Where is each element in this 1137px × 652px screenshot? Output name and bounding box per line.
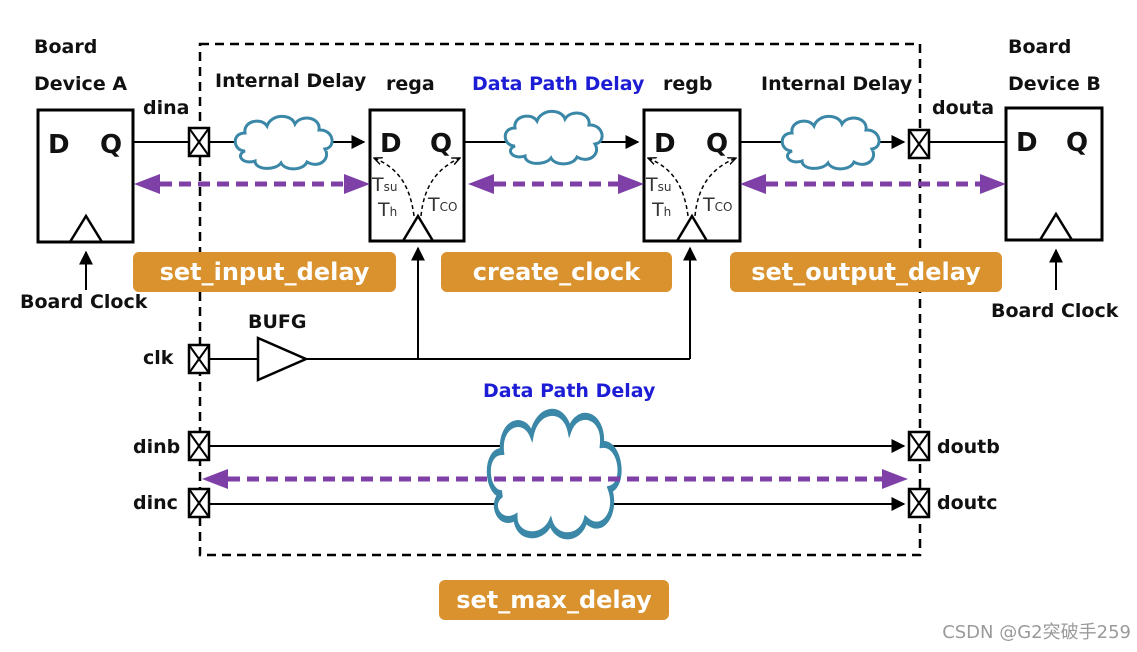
regb-d-pin: D	[654, 129, 676, 159]
create-clock-badge: create_clock	[441, 252, 672, 292]
device-b-q-pin: Q	[1066, 128, 1089, 158]
device-a-board-label: Board	[34, 36, 98, 58]
internal-delay-cloud-right	[780, 114, 881, 171]
dinc-port-label: dinc	[133, 492, 178, 514]
doutc-pad	[907, 487, 931, 519]
regb-tco-label: TCO	[703, 194, 733, 216]
device-b-clock-label: Board Clock	[991, 300, 1119, 322]
data-path-delay-top-label: Data Path Delay	[472, 73, 645, 95]
device-a-flipflop	[36, 108, 135, 244]
device-a-d-pin: D	[48, 130, 70, 160]
set-output-delay-badge: set_output_delay	[730, 252, 1002, 292]
device-b-flipflop	[1004, 106, 1104, 242]
register-to-register-arrow	[468, 174, 644, 194]
doutb-port-label: doutb	[937, 436, 1000, 458]
device-a-q-pin: Q	[100, 130, 123, 160]
input-delay-arrow	[134, 174, 370, 194]
regb-title: regb	[663, 73, 713, 95]
bufg-buffer	[256, 336, 310, 382]
regb-q-pin: Q	[706, 129, 729, 159]
clk-pad	[187, 343, 211, 375]
douta-port-label: douta	[932, 97, 995, 119]
set-max-delay-badge: set_max_delay	[439, 580, 669, 620]
data-path-delay-cloud-top	[503, 109, 604, 166]
regb-th-label: Th	[652, 199, 672, 221]
bufg-label: BUFG	[248, 311, 307, 333]
clk-port-label: clk	[143, 347, 174, 369]
max-delay-arrow	[202, 469, 908, 489]
data-path-delay-cloud-bottom	[489, 412, 620, 535]
regb-tsu-label: Tsu	[646, 174, 672, 196]
rega-tco-label: TCO	[428, 194, 458, 216]
dina-pad	[187, 126, 211, 158]
fpga-boundary	[198, 42, 922, 557]
rega-flipflop	[368, 108, 466, 243]
internal-delay-left-label: Internal Delay	[215, 70, 367, 92]
internal-delay-cloud-left	[233, 114, 334, 171]
watermark: CSDN @G2突破手259	[942, 622, 1131, 643]
dinc-pad	[187, 487, 211, 519]
rega-d-pin: D	[380, 129, 402, 159]
device-b-d-pin: D	[1016, 128, 1038, 158]
device-b-name-label: Device B	[1008, 73, 1101, 95]
set-input-delay-badge: set_input_delay	[133, 252, 396, 292]
data-path-delay-bottom-label: Data Path Delay	[483, 380, 656, 402]
doutc-port-label: doutc	[937, 492, 998, 514]
doutb-pad	[907, 430, 931, 462]
rega-title: rega	[386, 73, 435, 95]
douta-pad	[907, 128, 931, 160]
device-b-board-label: Board	[1008, 36, 1072, 58]
rega-th-label: Th	[378, 199, 398, 221]
rega-tsu-label: Tsu	[372, 174, 398, 196]
device-a-name-label: Device A	[34, 73, 128, 95]
internal-delay-right-label: Internal Delay	[761, 73, 913, 95]
regb-flipflop	[642, 108, 742, 243]
device-a-clock-label: Board Clock	[20, 291, 148, 313]
dinb-port-label: dinb	[133, 436, 181, 458]
dina-port-label: dina	[143, 97, 190, 119]
output-delay-arrow	[740, 174, 1006, 194]
dinb-pad	[187, 430, 211, 462]
rega-q-pin: Q	[430, 129, 453, 159]
